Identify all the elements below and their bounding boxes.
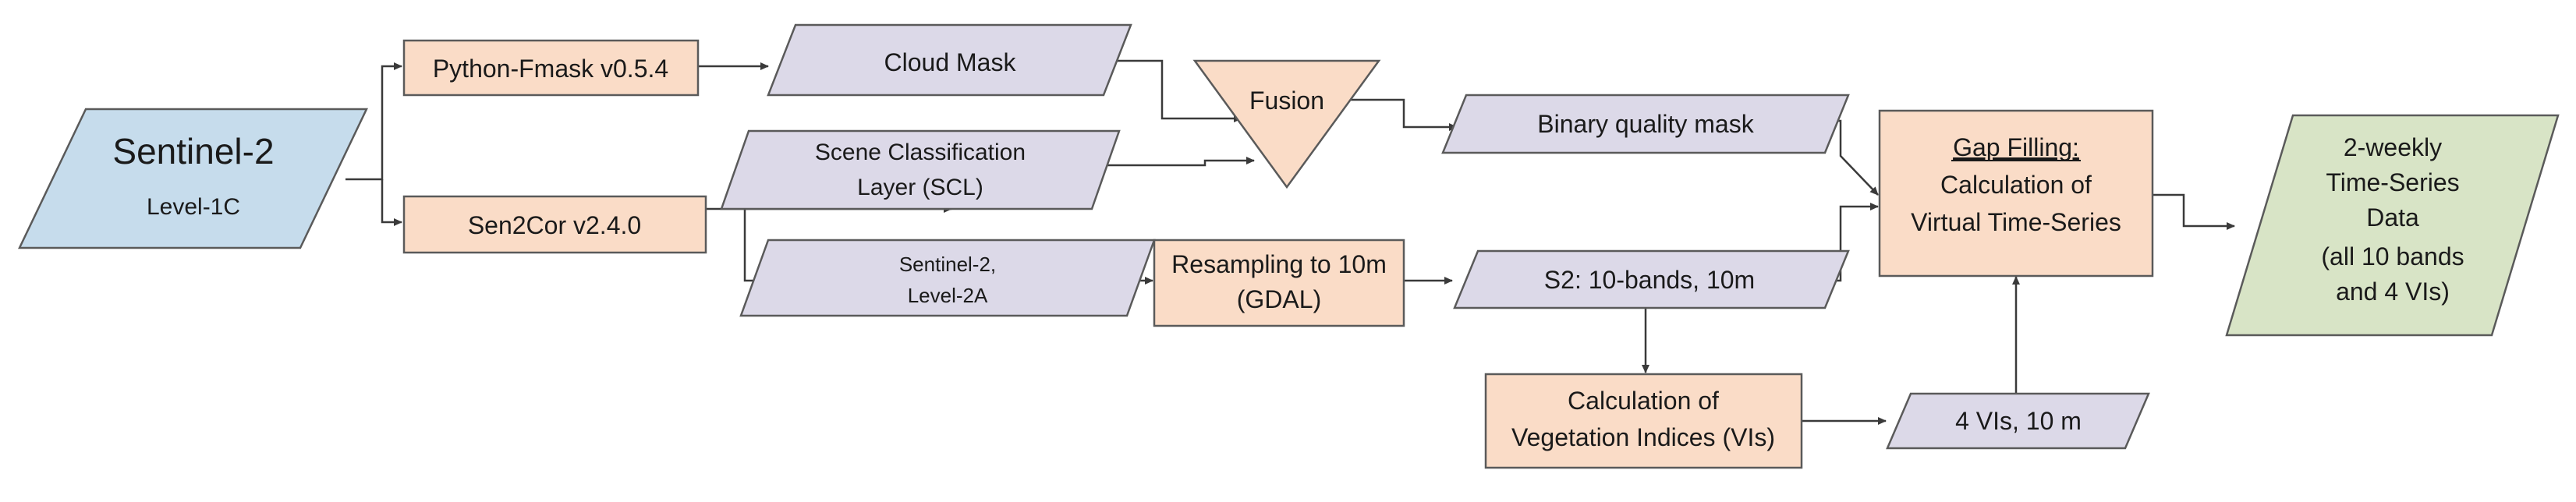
resampling-line2: (GDAL)	[1237, 285, 1321, 313]
data-parallelogram	[739, 239, 1156, 317]
node-binary-mask: Binary quality mask	[1441, 94, 1850, 154]
vis-label: 4 VIs, 10 m	[1955, 407, 2082, 435]
node-fmask: Python-Fmask v0.5.4	[402, 39, 700, 97]
node-output: 2-weekly Time-Series Data (all 10 bands …	[2225, 114, 2560, 337]
resampling-line1: Resampling to 10m	[1171, 250, 1387, 278]
arrow-fusion-to-binarymask	[1351, 98, 1458, 131]
output-line1: 2-weekly	[2344, 133, 2442, 161]
output-parallelogram	[2225, 114, 2560, 337]
process-box	[1878, 109, 2154, 278]
arrow-scl-to-fusion	[1026, 157, 1255, 167]
process-box	[1153, 239, 1405, 327]
sentinel2-subtitle: Level-1C	[147, 194, 240, 220]
sentinel2-title: Sentinel-2	[112, 131, 274, 171]
gap-line3: Virtual Time-Series	[1911, 208, 2121, 236]
node-vegetation-indices: Calculation of Vegetation Indices (VIs)	[1484, 373, 1803, 469]
data-parallelogram	[1886, 392, 2150, 450]
node-fusion: Fusion	[1192, 59, 1381, 189]
process-box	[402, 195, 707, 254]
scl-line2: Layer (SCL)	[857, 175, 983, 200]
node-vis: 4 VIs, 10 m	[1886, 392, 2150, 450]
sen2cor-label: Sen2Cor v2.4.0	[468, 211, 641, 239]
arrow-s2l1c-to-sen2cor	[381, 179, 402, 226]
node-sentinel2-level1c: Sentinel-2 Level-1C	[18, 108, 368, 249]
node-sentinel2-level2a: Sentinel-2, Level-2A	[739, 239, 1156, 317]
fusion-label: Fusion	[1249, 87, 1324, 115]
cloud-mask-label: Cloud Mask	[884, 48, 1017, 76]
node-s2-bands: S2: 10-bands, 10m	[1453, 249, 1850, 309]
node-cloud-mask: Cloud Mask	[767, 23, 1132, 97]
l2a-line1: Sentinel-2,	[899, 253, 996, 276]
arrow-cloudmask-to-fusion	[1104, 59, 1242, 122]
gap-line2: Calculation of	[1940, 171, 2092, 199]
data-parallelogram	[767, 23, 1132, 97]
arrow-s2l1c-to-fmask	[345, 62, 402, 181]
output-line5: and 4 VIs)	[2336, 278, 2450, 306]
scl-line1: Scene Classification	[815, 140, 1026, 165]
output-line4: (all 10 bands	[2321, 242, 2464, 270]
fmask-label: Python-Fmask v0.5.4	[433, 55, 668, 83]
fusion-triangle	[1192, 59, 1381, 189]
data-parallelogram	[1441, 94, 1850, 154]
node-sen2cor: Sen2Cor v2.4.0	[402, 195, 707, 254]
binary-mask-label: Binary quality mask	[1537, 110, 1754, 138]
data-parallelogram	[720, 129, 1121, 210]
output-line3: Data	[2366, 203, 2419, 232]
data-parallelogram	[1453, 249, 1850, 309]
output-line2: Time-Series	[2326, 168, 2459, 196]
gap-line1: Gap Filling:	[1953, 133, 2079, 161]
input-parallelogram	[18, 108, 368, 249]
node-resampling: Resampling to 10m (GDAL)	[1153, 239, 1405, 327]
node-gap-filling: Gap Filling: Calculation of Virtual Time…	[1878, 109, 2154, 278]
process-box	[1484, 373, 1803, 469]
veg-line1: Calculation of	[1568, 387, 1719, 415]
arrow-gapfilling-to-output	[2153, 193, 2235, 230]
process-box	[402, 39, 700, 97]
veg-line2: Vegetation Indices (VIs)	[1511, 423, 1775, 451]
s2-bands-label: S2: 10-bands, 10m	[1544, 266, 1755, 294]
l2a-line2: Level-2A	[908, 284, 988, 307]
node-scl: Scene Classification Layer (SCL)	[720, 129, 1121, 210]
